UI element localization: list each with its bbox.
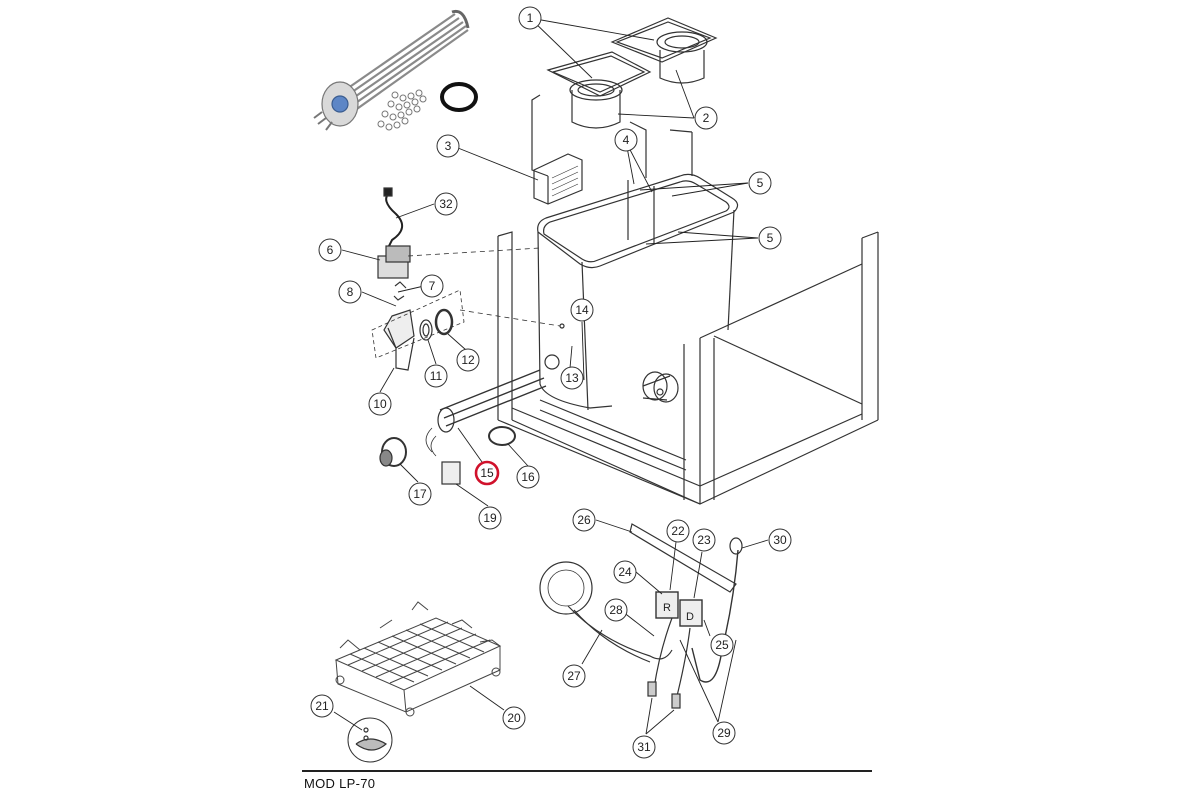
svg-text:1: 1 — [527, 11, 534, 25]
relay-d-label: D — [686, 611, 694, 623]
basket-clip — [347, 717, 393, 763]
relay-r-label: R — [663, 602, 671, 614]
filter-basket — [533, 153, 583, 205]
model-label: MOD LP-70 — [304, 776, 376, 791]
machine-frame — [497, 231, 879, 505]
callout-1: 1 — [518, 6, 542, 30]
callout-24: 24 — [613, 560, 637, 584]
svg-text:14: 14 — [575, 303, 589, 317]
pump-and-relays — [539, 523, 743, 709]
callout-20: 20 — [502, 706, 526, 730]
callout-12: 12 — [456, 348, 480, 372]
svg-text:27: 27 — [567, 669, 581, 683]
callout-7: 7 — [420, 274, 444, 298]
svg-text:2: 2 — [703, 111, 710, 125]
callout-5a: 5 — [748, 171, 772, 195]
callout-19: 19 — [478, 506, 502, 530]
callout-32: 32 — [434, 192, 458, 216]
callout-6: 6 — [318, 238, 342, 262]
svg-text:17: 17 — [413, 487, 427, 501]
gasket-ring-icon — [440, 82, 478, 112]
svg-text:12: 12 — [461, 353, 475, 367]
svg-text:4: 4 — [623, 133, 630, 147]
footer-rule — [302, 770, 872, 772]
dish-basket — [334, 601, 502, 717]
svg-text:11: 11 — [430, 369, 443, 383]
callout-25: 25 — [710, 633, 734, 657]
svg-text:20: 20 — [507, 711, 521, 725]
callout-23: 23 — [692, 528, 716, 552]
svg-text:19: 19 — [483, 511, 497, 525]
svg-text:24: 24 — [618, 565, 632, 579]
svg-text:5: 5 — [757, 176, 764, 190]
svg-text:5: 5 — [767, 231, 774, 245]
callout-5b: 5 — [758, 226, 782, 250]
callout-27: 27 — [562, 664, 586, 688]
callout-2: 2 — [694, 106, 718, 130]
callout-31: 31 — [632, 735, 656, 759]
callout-28: 28 — [604, 598, 628, 622]
svg-text:22: 22 — [671, 524, 685, 538]
svg-text:32: 32 — [439, 197, 453, 211]
wash-tank — [537, 121, 739, 411]
svg-text:23: 23 — [697, 533, 711, 547]
hopper-parts — [531, 17, 718, 177]
callout-22: 22 — [666, 519, 690, 543]
svg-text:21: 21 — [315, 699, 329, 713]
callout-15-highlighted: 15 — [474, 460, 500, 486]
callouts: 1 2 3 4 5 5 6 7 8 10 11 12 13 14 15 16 1… — [310, 6, 792, 759]
callout-10: 10 — [368, 392, 392, 416]
callout-4: 4 — [614, 128, 638, 152]
callout-14: 14 — [570, 298, 594, 322]
callout-13: 13 — [560, 366, 584, 390]
svg-text:13: 13 — [565, 371, 579, 385]
svg-text:6: 6 — [327, 243, 334, 257]
svg-text:15: 15 — [480, 466, 494, 480]
callout-29: 29 — [712, 721, 736, 745]
svg-text:8: 8 — [347, 285, 354, 299]
heater-components — [379, 369, 547, 485]
svg-text:29: 29 — [717, 726, 731, 740]
electrical-components — [371, 187, 561, 371]
washer-nuts-icon — [377, 89, 427, 131]
svg-text:3: 3 — [445, 139, 452, 153]
callout-11: 11 — [424, 364, 448, 388]
callout-21: 21 — [310, 694, 334, 718]
svg-text:16: 16 — [521, 470, 535, 484]
svg-text:25: 25 — [715, 638, 729, 652]
svg-text:10: 10 — [373, 397, 387, 411]
svg-text:7: 7 — [429, 279, 436, 293]
callout-8: 8 — [338, 280, 362, 304]
svg-text:28: 28 — [609, 603, 623, 617]
callout-17: 17 — [408, 482, 432, 506]
heating-element-photo — [313, 9, 470, 131]
svg-text:30: 30 — [773, 533, 787, 547]
callout-3: 3 — [436, 134, 460, 158]
callout-16: 16 — [516, 465, 540, 489]
svg-text:26: 26 — [577, 513, 591, 527]
callout-26: 26 — [572, 508, 596, 532]
callout-30: 30 — [768, 528, 792, 552]
svg-text:31: 31 — [637, 740, 651, 754]
